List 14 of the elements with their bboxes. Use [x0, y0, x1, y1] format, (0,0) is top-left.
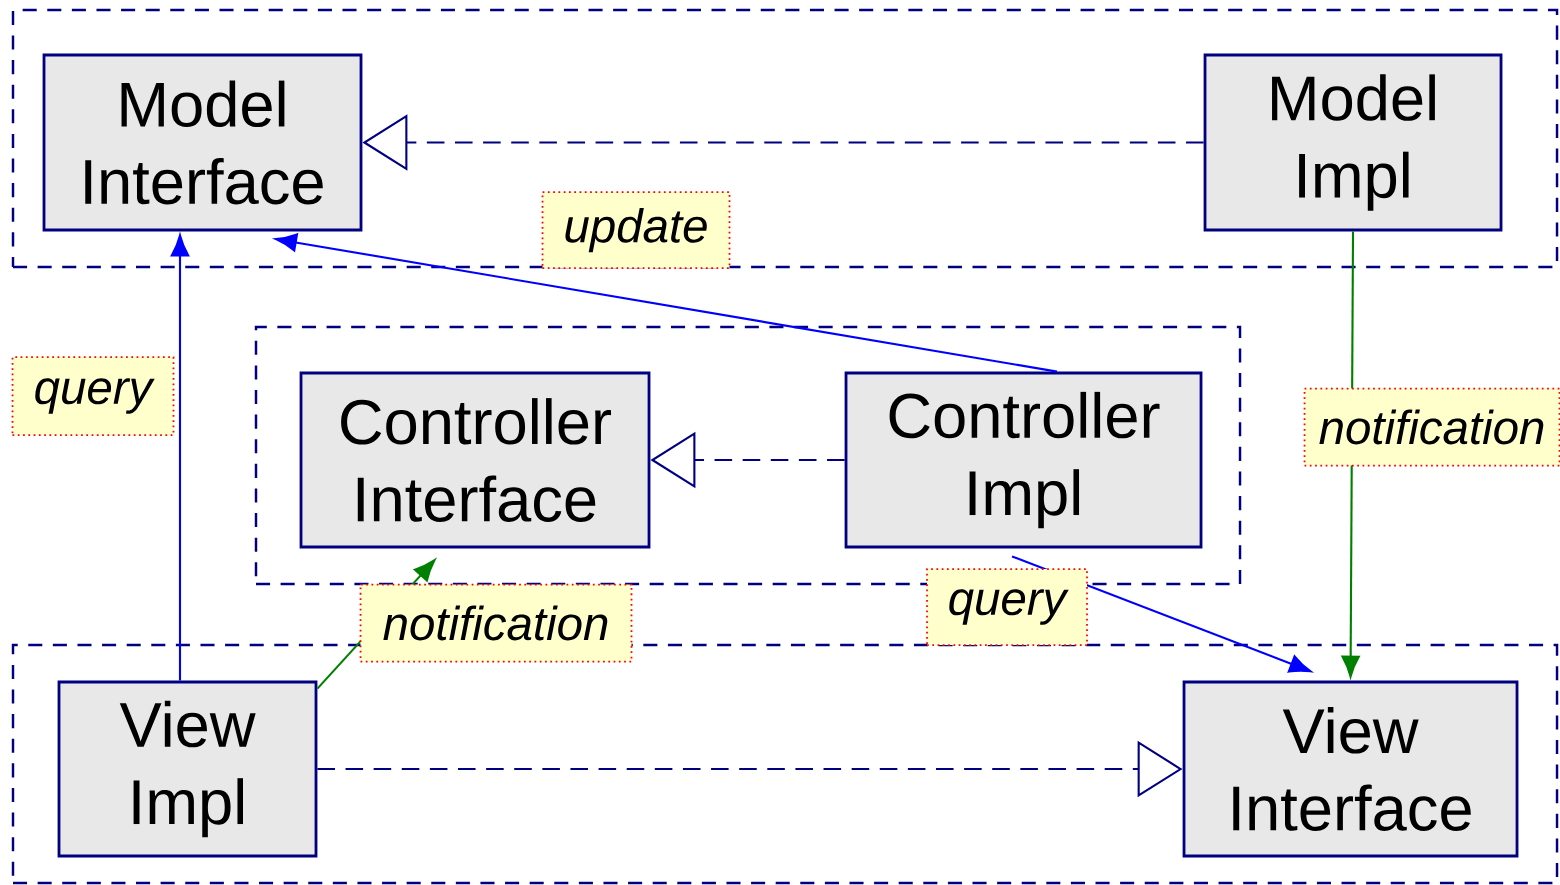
class-box: Controller Interface	[299, 371, 651, 549]
class-box: Model Interface	[42, 53, 363, 232]
package-frame	[11, 643, 1559, 885]
class-box: View Impl	[57, 680, 318, 858]
edge-label: notification	[1303, 387, 1560, 467]
package-frame	[11, 8, 1559, 269]
package-frame	[254, 325, 1242, 586]
class-box: Model Impl	[1203, 53, 1503, 232]
arrow	[170, 234, 190, 681]
edge-label: query	[11, 356, 175, 436]
edge-label: query	[926, 568, 1088, 646]
class-box: Controller Impl	[844, 371, 1203, 549]
edge-label: notification	[359, 583, 633, 663]
class-box: View Interface	[1182, 680, 1519, 858]
